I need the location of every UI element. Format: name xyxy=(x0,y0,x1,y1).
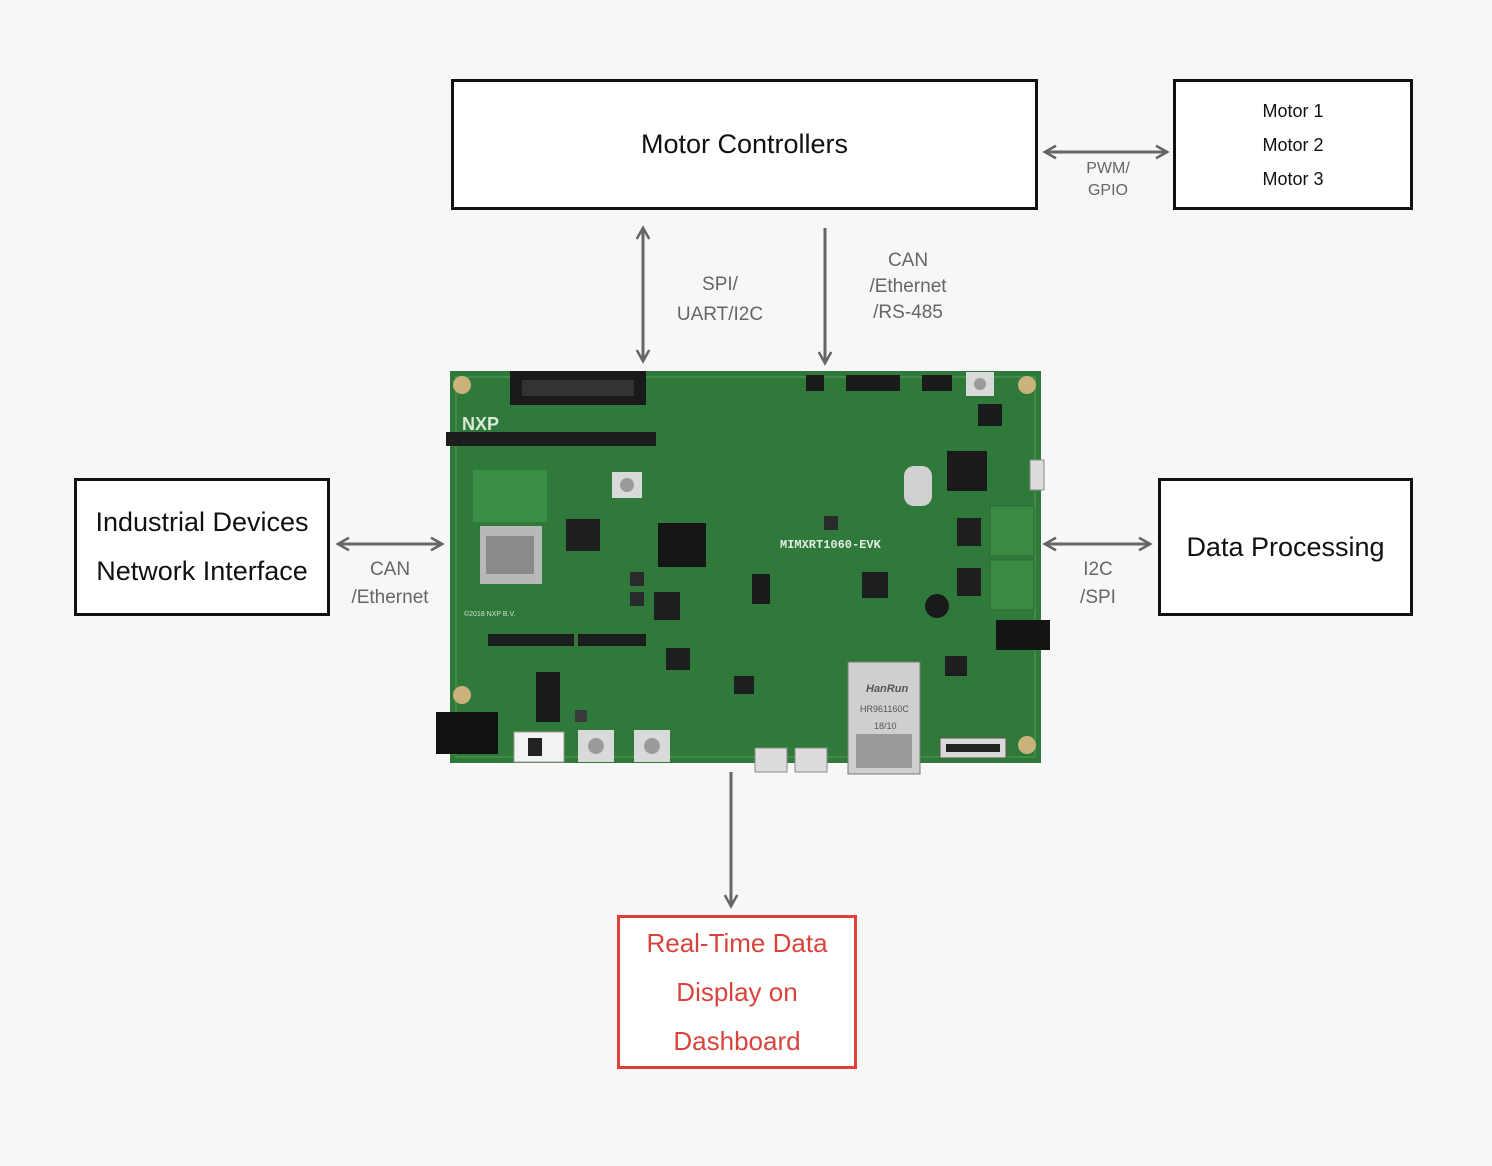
motor-2-label: Motor 2 xyxy=(1262,134,1324,155)
board-model: MIMXRT1060-EVK xyxy=(780,538,882,552)
motor-1-label: Motor 1 xyxy=(1262,100,1324,121)
can-top-line1: CAN xyxy=(887,250,929,271)
mount-hole xyxy=(453,686,471,704)
industrial-devices-box: Industrial Devices Network Interface xyxy=(74,478,330,616)
motor-3-label: Motor 3 xyxy=(1262,168,1324,189)
jumper xyxy=(846,375,900,391)
data-processing-label: Data Processing xyxy=(1186,531,1385,562)
motor-controllers-label: Motor Controllers xyxy=(640,129,849,159)
chip xyxy=(862,572,888,598)
eth-brand: HanRun xyxy=(866,683,908,695)
can-ethernet-rs485-label: CAN /Ethernet /RS-485 xyxy=(848,248,968,326)
spi-label-line2: UART/I2C xyxy=(676,304,764,325)
power-jack xyxy=(436,712,498,754)
can-top-line3: /RS-485 xyxy=(873,302,943,323)
can-top-line2: /Ethernet xyxy=(869,276,947,297)
jumper xyxy=(752,574,770,604)
mount-hole xyxy=(1018,376,1036,394)
jumper xyxy=(806,375,824,391)
header-strip xyxy=(446,432,656,446)
chip-mcu xyxy=(658,523,706,567)
chip xyxy=(945,656,967,676)
jumper xyxy=(978,404,1002,426)
buzzer xyxy=(925,594,949,618)
usb-port xyxy=(1029,459,1045,491)
spi-label-line1: SPI/ xyxy=(702,274,738,295)
header-strip xyxy=(578,634,646,646)
pwm-gpio-label: PWM/ GPIO xyxy=(1068,158,1148,202)
motor-controllers-box: Motor Controllers xyxy=(451,79,1038,210)
industrial-label-line2: Network Interface xyxy=(96,556,308,586)
chip xyxy=(654,592,680,620)
crystal xyxy=(904,466,932,506)
audio-jack xyxy=(996,620,1050,650)
terminal-block xyxy=(989,505,1035,557)
chip xyxy=(734,676,754,694)
jumper xyxy=(536,672,560,722)
dashboard-label-line3: Dashboard xyxy=(673,1025,801,1056)
header-strip xyxy=(488,634,574,646)
dev-board: NXP MIMXRT1060-EVK ©2018 NXP B.V. HanRun… xyxy=(436,371,1050,775)
motors-box: Motor 1 Motor 2 Motor 3 xyxy=(1173,79,1413,210)
chip xyxy=(666,648,690,670)
board-copyright: ©2018 NXP B.V. xyxy=(464,610,516,618)
pwm-label-line2: GPIO xyxy=(1087,182,1128,199)
dashboard-label-line2: Display on xyxy=(676,976,798,1007)
mount-hole xyxy=(453,376,471,394)
can-ethernet-label: CAN /Ethernet xyxy=(335,556,445,612)
industrial-label-line1: Industrial Devices xyxy=(95,507,309,537)
i2c-label-line2: /SPI xyxy=(1080,587,1116,608)
mount-hole xyxy=(1018,736,1036,754)
terminal-block xyxy=(989,559,1035,611)
can-left-line2: /Ethernet xyxy=(351,587,429,608)
pwm-label-line1: PWM/ xyxy=(1086,160,1130,177)
data-processing-box: Data Processing xyxy=(1158,478,1413,616)
chip xyxy=(947,451,987,491)
can-left-line1: CAN xyxy=(369,559,411,580)
dashboard-label-line1: Real-Time Data xyxy=(646,927,828,958)
dashboard-box: Real-Time Data Display on Dashboard xyxy=(617,915,857,1069)
jumper xyxy=(922,375,952,391)
chip xyxy=(566,519,600,551)
eth-date: 18/10 xyxy=(874,721,897,731)
nxp-logo: NXP xyxy=(462,414,499,434)
i2c-spi-label: I2C /SPI xyxy=(1058,556,1138,612)
i2c-label-line1: I2C xyxy=(1083,559,1113,580)
usb-port xyxy=(754,747,788,773)
spi-uart-i2c-label: SPI/ UART/I2C xyxy=(660,270,780,330)
usb-port xyxy=(794,747,828,773)
eth-model: HR961160C xyxy=(860,704,909,714)
